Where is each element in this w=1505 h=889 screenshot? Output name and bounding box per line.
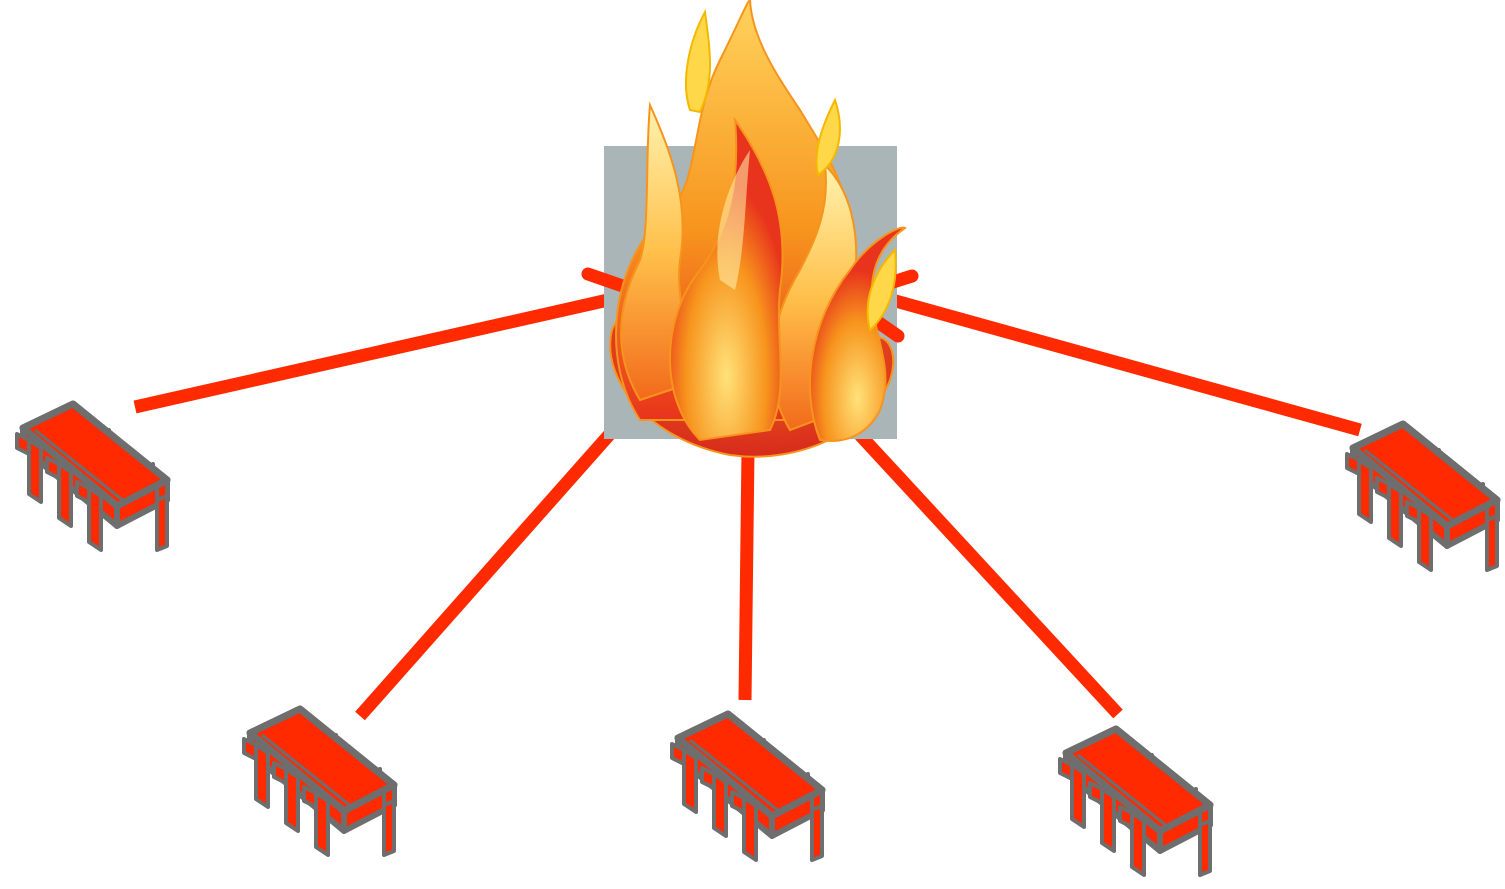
microchip-icon	[670, 710, 826, 862]
peripheral-nodes	[15, 400, 1501, 877]
connection-link-2	[355, 395, 645, 721]
flame-wisp-3	[866, 247, 897, 332]
connection-links	[133, 293, 1362, 721]
fire-icon	[609, 0, 907, 458]
microchip-icon	[1345, 420, 1501, 572]
flame-curl	[809, 226, 907, 442]
flame-wisp-1	[684, 8, 711, 114]
connection-link-4	[855, 430, 1123, 719]
microchip-icon	[242, 705, 398, 857]
flame-highlight	[717, 150, 750, 290]
connection-link-3	[738, 449, 755, 701]
connection-link-5	[890, 293, 1362, 437]
microchip-icon	[15, 400, 171, 552]
microchip-icon	[1058, 725, 1214, 877]
connection-link-1	[133, 293, 610, 414]
flame-wisp-2	[815, 97, 841, 177]
